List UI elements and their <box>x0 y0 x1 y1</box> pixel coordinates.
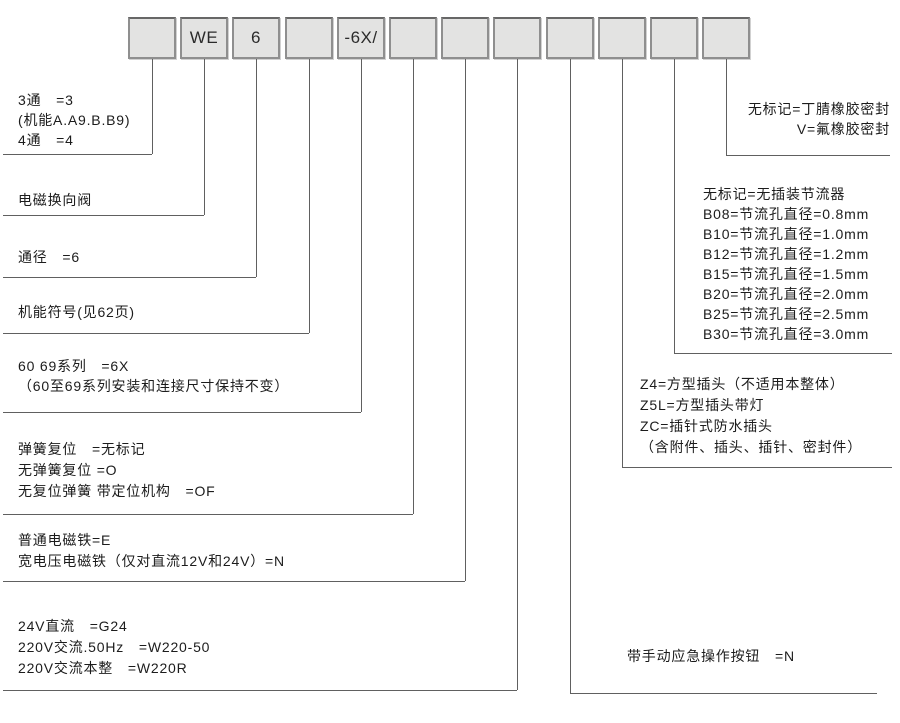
code-box-2: WE <box>180 17 228 59</box>
leader-hline-manual <box>570 693 877 694</box>
text-line: B15=节流孔直径=1.5mm <box>703 266 870 282</box>
code-box-12 <box>702 17 750 59</box>
text-line: B12=节流孔直径=1.2mm <box>703 246 870 262</box>
leader-hline-ways <box>3 154 152 155</box>
text-line: B25=节流孔直径=2.5mm <box>703 306 870 322</box>
leader-hline-size <box>3 277 256 278</box>
text-line: Z4=方型插头（不适用本整体） <box>640 376 845 392</box>
leader-hline-spring <box>3 514 413 515</box>
text-line: （含附件、插头、插针、密封件） <box>640 439 862 455</box>
text-line: 无标记=无插装节流器 <box>703 186 846 202</box>
text-line: 无弹簧复位 =O <box>18 462 118 478</box>
code-box-10 <box>598 17 646 59</box>
text-line: 3通 =3 <box>18 92 74 108</box>
code-box-6 <box>389 17 437 59</box>
leader-hline-throttle <box>674 353 892 354</box>
text-line: 无复位弹簧 带定位机构 =OF <box>18 483 216 499</box>
label-valve-type: 电磁换向阀 <box>18 190 92 210</box>
text-line: B30=节流孔直径=3.0mm <box>703 326 870 342</box>
leader-vline-symbol <box>309 59 310 333</box>
text-line: 电磁换向阀 <box>18 192 92 208</box>
label-ways: 3通 =3 (机能A.A9.B.B9) 4通 =4 <box>18 90 130 150</box>
leader-vline-series <box>361 59 362 412</box>
text-line: 弹簧复位 =无标记 <box>18 441 146 457</box>
text-line: 机能符号(见62页) <box>18 304 135 320</box>
label-solenoid-type: 普通电磁铁=E 宽电压电磁铁（仅对直流12V和24V）=N <box>18 530 285 572</box>
leader-hline-symbol <box>3 333 309 334</box>
text-line: 无标记=丁腈橡胶密封 <box>747 101 890 117</box>
leader-vline-ways <box>152 59 153 154</box>
text-line: 带手动应急操作按钮 =N <box>627 648 795 664</box>
label-spring-return: 弹簧复位 =无标记 无弹簧复位 =O 无复位弹簧 带定位机构 =OF <box>18 439 216 502</box>
leader-hline-solenoid <box>3 581 465 582</box>
text-line: B08=节流孔直径=0.8mm <box>703 206 870 222</box>
text-line: 24V直流 =G24 <box>18 618 128 634</box>
leader-hline-series <box>3 412 361 413</box>
text-line: 60 69系列 =6X <box>18 358 130 374</box>
label-size: 通径 =6 <box>18 247 80 267</box>
label-series: 60 69系列 =6X （60至69系列安装和连接尺寸保持不变） <box>18 356 289 396</box>
leader-vline-size <box>256 59 257 277</box>
text-line: （60至69系列安装和连接尺寸保持不变） <box>18 378 290 394</box>
leader-hline-valve <box>3 215 204 216</box>
code-box-7 <box>441 17 489 59</box>
leader-vline-throttle <box>674 59 675 353</box>
leader-vline-valve <box>204 59 205 215</box>
text-line: ZC=插针式防水插头 <box>640 418 773 434</box>
leader-vline-solenoid <box>465 59 466 581</box>
text-line: 220V交流.50Hz =W220-50 <box>18 639 211 655</box>
leader-hline-seal <box>726 155 890 156</box>
text-line: B20=节流孔直径=2.0mm <box>703 286 870 302</box>
text-line: 通径 =6 <box>18 249 80 265</box>
leader-vline-plug <box>622 59 623 467</box>
code-box-9 <box>546 17 594 59</box>
label-throttle-insert: 无标记=无插装节流器 B08=节流孔直径=0.8mm B10=节流孔直径=1.0… <box>703 184 869 344</box>
text-line: B10=节流孔直径=1.0mm <box>703 226 870 242</box>
label-manual-override: 带手动应急操作按钮 =N <box>627 646 795 666</box>
code-box-5: -6X/ <box>337 17 385 59</box>
text-line: Z5L=方型插头带灯 <box>640 397 765 413</box>
text-line: (机能A.A9.B.B9) <box>18 112 131 128</box>
text-line: 普通电磁铁=E <box>18 532 112 548</box>
label-voltage: 24V直流 =G24 220V交流.50Hz =W220-50 220V交流本整… <box>18 616 210 679</box>
label-plug-connector: Z4=方型插头（不适用本整体） Z5L=方型插头带灯 ZC=插针式防水插头 （含… <box>640 374 862 458</box>
leader-vline-voltage <box>517 59 518 690</box>
code-box-11 <box>650 17 698 59</box>
label-spool-symbol: 机能符号(见62页) <box>18 302 135 322</box>
leader-vline-seal <box>726 59 727 155</box>
text-line: 4通 =4 <box>18 132 74 148</box>
text-line: 宽电压电磁铁（仅对直流12V和24V）=N <box>18 553 285 569</box>
leader-vline-manual <box>570 59 571 693</box>
code-box-1 <box>128 17 176 59</box>
label-seal-material: 无标记=丁腈橡胶密封 V=氟橡胶密封 <box>600 99 890 139</box>
leader-vline-spring <box>413 59 414 514</box>
text-line: V=氟橡胶密封 <box>796 121 890 137</box>
code-box-4 <box>285 17 333 59</box>
leader-hline-plug <box>622 467 892 468</box>
code-box-3: 6 <box>232 17 280 59</box>
code-box-8 <box>493 17 541 59</box>
text-line: 220V交流本整 =W220R <box>18 660 188 676</box>
leader-hline-voltage <box>3 690 517 691</box>
